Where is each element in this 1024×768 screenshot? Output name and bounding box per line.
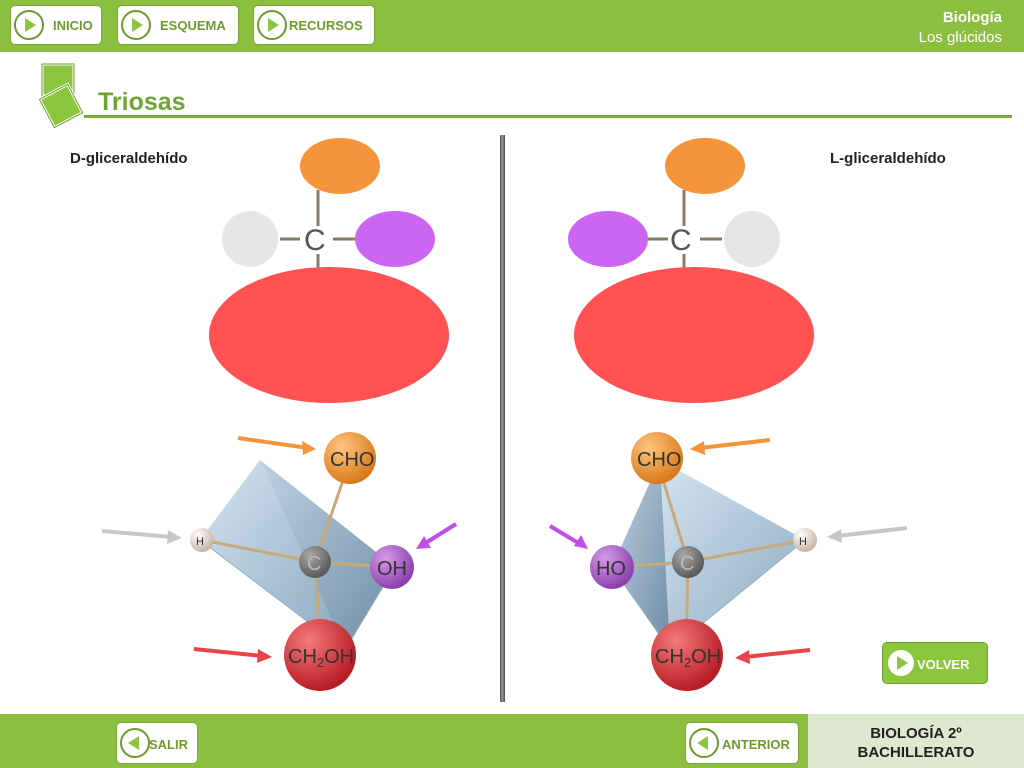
h-sphere — [190, 528, 214, 552]
anterior-button[interactable]: ANTERIOR — [685, 722, 799, 764]
course-line-2: BACHILLERATO — [857, 744, 975, 761]
carbon-text: C — [680, 553, 694, 575]
l-3d-model: CHO H C HO CH2OH — [548, 432, 908, 691]
topic-name: Los glúcidos — [918, 29, 1002, 46]
section-icon — [37, 62, 85, 128]
arrow-grey-icon — [101, 529, 182, 544]
inicio-label: INICIO — [53, 18, 93, 33]
h-text: H — [799, 536, 807, 548]
carbon-symbol: C — [670, 224, 692, 257]
carbon-text: C — [307, 553, 321, 575]
play-icon — [121, 10, 151, 40]
back-arrow-icon — [120, 728, 150, 758]
arrow-purple-icon — [416, 522, 458, 549]
esquema-button[interactable]: ESQUEMA — [117, 5, 239, 45]
play-icon — [14, 10, 44, 40]
title-divider — [84, 115, 1012, 118]
cho-group — [665, 138, 745, 194]
ch2oh-sphere — [651, 619, 723, 691]
cho-sphere — [324, 432, 376, 484]
oh-sphere — [370, 545, 414, 589]
arrow-grey-icon — [827, 526, 908, 543]
volver-button[interactable]: VOLVER — [882, 642, 988, 684]
d-fischer-projection: C — [209, 138, 449, 403]
oh-text: OH — [377, 558, 407, 580]
h-atom — [724, 211, 780, 267]
play-icon — [888, 650, 914, 676]
arrow-red-icon — [193, 647, 272, 663]
ho-group — [568, 211, 648, 267]
back-arrow-icon — [689, 728, 719, 758]
l-fischer-projection: C — [568, 138, 814, 403]
course-line-1: BIOLOGÍA 2º — [870, 725, 962, 742]
esquema-label: ESQUEMA — [160, 18, 226, 33]
cho-group — [300, 138, 380, 194]
volver-label: VOLVER — [917, 657, 970, 672]
d-3d-model: CHO H C OH CH2OH — [101, 432, 458, 691]
ho-text: HO — [596, 558, 626, 580]
anterior-label: ANTERIOR — [722, 737, 790, 752]
ch2oh-group — [209, 267, 449, 403]
page-title: Triosas — [98, 88, 186, 116]
h-atom — [222, 211, 278, 267]
ch2oh-group — [574, 267, 814, 403]
cho-text: CHO — [637, 449, 681, 471]
arrow-purple-icon — [548, 524, 588, 549]
cho-text: CHO — [330, 449, 374, 471]
h-sphere — [793, 528, 817, 552]
arrow-orange-icon — [690, 438, 771, 455]
ho-sphere — [590, 545, 634, 589]
course-title: BIOLOGÍA 2º BACHILLERATO — [808, 724, 1024, 762]
course-panel: BIOLOGÍA 2º BACHILLERATO — [808, 714, 1024, 768]
cho-sphere — [631, 432, 683, 484]
ch2oh-sphere — [284, 619, 356, 691]
recursos-button[interactable]: RECURSOS — [253, 5, 375, 45]
carbon-sphere — [672, 546, 704, 578]
carbon-sphere — [299, 546, 331, 578]
ch2oh-text: CH2OH — [655, 646, 721, 670]
arrow-red-icon — [735, 648, 811, 664]
subject-name: Biología — [942, 9, 1002, 26]
subject-info: Biología Los glúcidos — [919, 8, 1002, 48]
ch2oh-text: CH2OH — [288, 646, 354, 670]
d-glyceraldehyde-label: D-gliceraldehído — [70, 150, 188, 167]
l-glyceraldehyde-label: L-gliceraldehído — [830, 150, 946, 167]
oh-group — [355, 211, 435, 267]
mirror-divider — [500, 135, 505, 702]
recursos-label: RECURSOS — [289, 18, 363, 33]
salir-label: SALIR — [149, 737, 188, 752]
carbon-symbol: C — [304, 224, 326, 257]
inicio-button[interactable]: INICIO — [10, 5, 102, 45]
salir-button[interactable]: SALIR — [116, 722, 198, 764]
h-text: H — [196, 536, 204, 548]
arrow-orange-icon — [237, 436, 316, 455]
play-icon — [257, 10, 287, 40]
